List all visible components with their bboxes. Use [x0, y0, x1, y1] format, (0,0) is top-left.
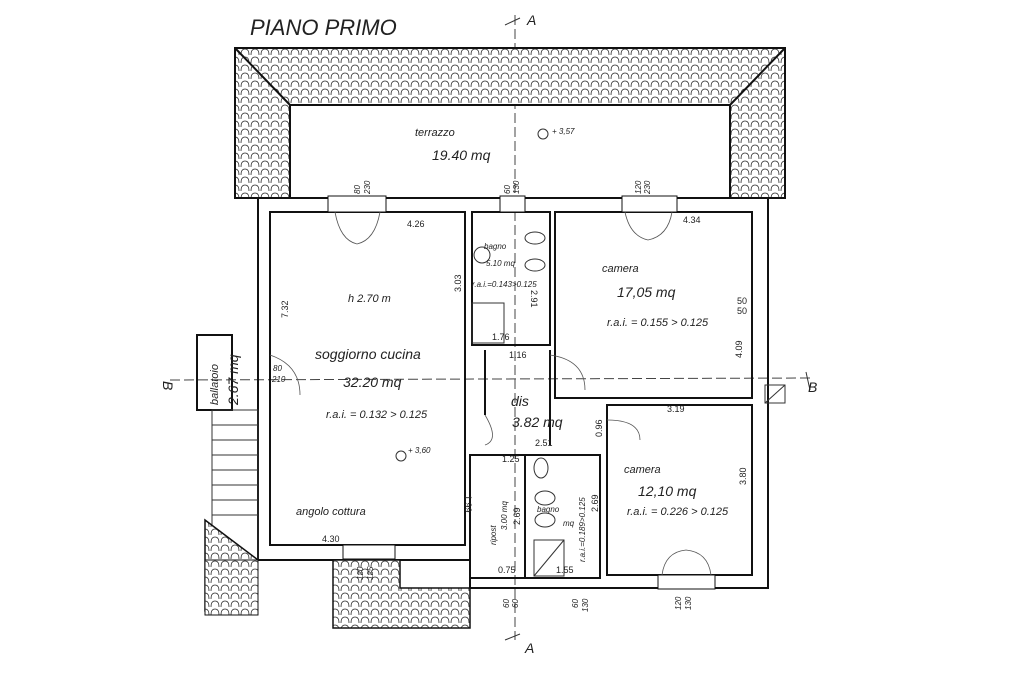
- doors-windows: [269, 195, 716, 590]
- window-dimension: 60: [571, 599, 580, 608]
- room-name: dis: [511, 393, 529, 409]
- dimension: 7.32: [280, 300, 290, 318]
- room-rai: r.a.i. = 0.226 > 0.125: [627, 506, 729, 518]
- dimension: 3.03: [453, 274, 463, 292]
- room-area: 5.10 mq: [486, 259, 515, 268]
- window-dimension: 125: [366, 566, 375, 580]
- room-rai: r.a.i.=0.189>0.125: [578, 497, 587, 562]
- room-area: 32.20 mq: [343, 374, 402, 390]
- dimension: 50: [737, 306, 747, 316]
- dimension: 1.55: [556, 565, 574, 575]
- section-line-a: A A: [504, 12, 536, 656]
- ballatoio: ballatoio 2.67 mq: [196, 334, 241, 411]
- dimension: 4.26: [407, 219, 425, 229]
- dimension: 4.34: [683, 215, 701, 225]
- dimension: 3.80: [738, 467, 748, 485]
- room-bagno-2: bagno mq r.a.i.=0.189>0.125: [533, 457, 587, 577]
- room-area: 2.67 mq: [225, 354, 241, 406]
- room-name: ballatoio: [209, 364, 221, 405]
- dimension: 1.99: [463, 495, 473, 513]
- toilet-icon: [524, 258, 546, 272]
- dimension: 50: [737, 296, 747, 306]
- level-value: + 3,57: [552, 127, 575, 136]
- sink-icon: [473, 246, 491, 264]
- window-dimension: 130: [512, 180, 521, 194]
- section-a-bottom-label: A: [524, 640, 534, 656]
- window-dimension: 210: [271, 375, 286, 384]
- room-area: 17,05 mq: [617, 284, 676, 300]
- dimension: 3.19: [667, 404, 685, 414]
- window-dimension: 120: [356, 566, 365, 580]
- room-rai: r.a.i. = 0.155 > 0.125: [607, 317, 709, 329]
- room-name: terrazzo: [415, 127, 455, 139]
- window-dimension: 120: [634, 180, 643, 194]
- level-value: + 3,60: [408, 446, 431, 455]
- window-dimension: 130: [684, 596, 693, 610]
- window-dimension: 130: [581, 598, 590, 612]
- room-terrazzo: terrazzo 19.40 mq + 3,57: [415, 127, 575, 163]
- lower-roof: [204, 518, 471, 629]
- window-dimension: 80: [273, 364, 282, 373]
- window-dimension: 230: [643, 180, 652, 195]
- room-rai: r.a.i. = 0.132 > 0.125: [326, 409, 428, 421]
- level-marker-icon: [537, 128, 549, 140]
- level-marker-icon: [395, 450, 407, 462]
- room-name: ripost: [489, 525, 498, 545]
- dimension: 1.16: [509, 350, 527, 360]
- dimension: 2.69: [590, 494, 600, 512]
- bidet-icon: [534, 490, 556, 506]
- room-name: soggiorno cucina: [315, 346, 421, 362]
- dimension: 0.96: [594, 419, 604, 437]
- plan-title: PIANO PRIMO: [250, 15, 397, 40]
- room-name: camera: [624, 464, 661, 476]
- window-dimension: 60: [503, 185, 512, 194]
- room-ripostiglio: ripost 3.00 mq: [489, 501, 509, 545]
- room-camera-1: camera 17,05 mq r.a.i. = 0.155 > 0.125: [602, 263, 709, 329]
- room-camera-2: camera 12,10 mq r.a.i. = 0.226 > 0.125: [624, 464, 729, 518]
- room-area: 19.40 mq: [432, 147, 491, 163]
- bidet-icon: [524, 231, 546, 245]
- room-subname: angolo cottura: [296, 506, 366, 518]
- section-b-left-label: B: [160, 381, 176, 390]
- room-name: bagno: [484, 242, 507, 251]
- dimension: 2.51: [535, 438, 553, 448]
- room-name: bagno: [537, 505, 560, 514]
- room-name: camera: [602, 263, 639, 275]
- window-dimension: 60: [511, 599, 520, 608]
- shower-icon: [471, 302, 505, 344]
- section-b-right-label: B: [808, 379, 817, 395]
- terrace-roof: [234, 47, 786, 199]
- room-height: h 2.70 m: [348, 293, 391, 305]
- room-area: mq: [563, 519, 575, 528]
- dimension: 1.25: [502, 454, 520, 464]
- room-area: 12,10 mq: [638, 483, 697, 499]
- room-disimpegno: dis 3.82 mq: [511, 393, 563, 430]
- toilet-icon: [534, 512, 556, 528]
- room-area: 3.00 mq: [500, 501, 509, 530]
- window-dimension: 80: [353, 185, 362, 194]
- dimension: 1.76: [492, 332, 510, 342]
- sink-icon: [533, 457, 549, 479]
- dimension: 4.30: [322, 534, 340, 544]
- section-line-b: B B: [160, 371, 817, 395]
- dimension: 4.09: [734, 340, 744, 358]
- dimension: 0.75: [498, 565, 516, 575]
- room-rai: r.a.i.=0.143>0.125: [472, 280, 537, 289]
- room-soggiorno-cucina: h 2.70 m soggiorno cucina 32.20 mq r.a.i…: [296, 293, 431, 518]
- shower-icon: [533, 539, 565, 577]
- window-dimension: 120: [674, 596, 683, 610]
- dimension: 2.69: [512, 507, 522, 525]
- room-area: 3.82 mq: [512, 414, 563, 430]
- window-dimension: 60: [502, 599, 511, 608]
- section-a-top-label: A: [526, 12, 536, 28]
- dimension: 2.91: [529, 290, 539, 308]
- dimension-labels: 4.26 4.34 3.03 7.32 2.91 1.76 1.16 4.09 …: [271, 180, 748, 612]
- window-dimension: 230: [363, 180, 372, 195]
- room-bagno-1: bagno 5.10 mq r.a.i.=0.143>0.125: [471, 231, 546, 344]
